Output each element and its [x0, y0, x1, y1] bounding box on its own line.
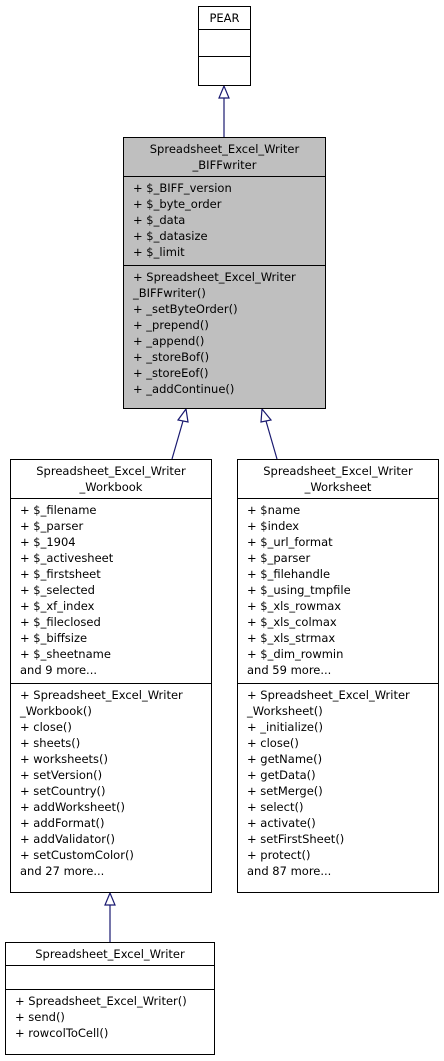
method: + worksheets(): [20, 752, 109, 766]
methods-compartment: + Spreadsheet_Excel_Writer _Workbook() +…: [11, 683, 211, 879]
method: _BIFFwriter(): [133, 286, 206, 300]
class-pear[interactable]: PEAR: [198, 6, 251, 86]
class-worksheet[interactable]: Spreadsheet_Excel_Writer _Worksheet + $n…: [237, 459, 439, 893]
attribute: + $_url_format: [247, 535, 333, 549]
attribute: + $_sheetname: [20, 647, 111, 661]
class-name-line: PEAR: [209, 11, 240, 25]
inheritance-arrow-workbook: [104, 891, 116, 906]
class-name-line: Spreadsheet_Excel_Writer: [263, 464, 413, 478]
methods-compartment: [199, 56, 250, 83]
method: + sheets(): [20, 736, 81, 750]
attribute: + $_filename: [20, 503, 97, 517]
class-name-line: _Workbook: [79, 480, 143, 494]
attribute: + $_limit: [133, 245, 185, 259]
attribute: + $_parser: [247, 551, 311, 565]
attribute: + $name: [247, 503, 301, 517]
method: _Workbook(): [20, 704, 92, 718]
attribute: + $_biffsize: [20, 631, 88, 645]
method-overflow: and 27 more...: [20, 864, 105, 878]
attribute: + $_xls_colmax: [247, 615, 337, 629]
method: + addWorksheet(): [20, 800, 125, 814]
attribute: + $_BIFF_version: [133, 181, 232, 195]
attribute: + $_xls_strmax: [247, 631, 336, 645]
method: + send(): [15, 1010, 65, 1024]
method: + setFirstSheet(): [247, 832, 345, 846]
method: + setCustomColor(): [20, 848, 134, 862]
inheritance-arrow-biffwriter-right: [260, 407, 273, 423]
method: + Spreadsheet_Excel_Writer: [133, 270, 296, 284]
method: + setMerge(): [247, 784, 323, 798]
method: + activate(): [247, 816, 316, 830]
attribute: + $_using_tmpfile: [247, 583, 351, 597]
class-workbook[interactable]: Spreadsheet_Excel_Writer _Workbook + $_f…: [10, 459, 212, 893]
attribute: + $_filehandle: [247, 567, 331, 581]
method: + protect(): [247, 848, 311, 862]
class-name-line: _Worksheet: [304, 480, 372, 494]
method: + _append(): [133, 334, 205, 348]
attributes-compartment: [199, 29, 250, 56]
method: + _addContinue(): [133, 382, 235, 396]
method: + Spreadsheet_Excel_Writer: [247, 688, 410, 702]
attribute: + $_datasize: [133, 229, 208, 243]
edge-workbook-to-biffwriter: [171, 420, 184, 460]
method: + _setByteOrder(): [133, 302, 238, 316]
attribute-overflow: and 9 more...: [20, 663, 98, 677]
class-name-line: Spreadsheet_Excel_Writer: [149, 142, 300, 156]
method-overflow: and 87 more...: [247, 864, 332, 878]
attribute: + $_data: [133, 213, 186, 227]
method: + _storeEof(): [133, 366, 209, 380]
method: + close(): [20, 720, 72, 734]
method: + _prepend(): [133, 318, 209, 332]
method: + addFormat(): [20, 816, 105, 830]
class-name: Spreadsheet_Excel_Writer _Workbook: [11, 460, 211, 498]
attributes-compartment: + $_BIFF_version + $_byte_order + $_data…: [124, 176, 325, 265]
attribute: + $_dim_rowmin: [247, 647, 344, 661]
attribute: + $_parser: [20, 519, 84, 533]
method: + getName(): [247, 752, 323, 766]
methods-compartment: + Spreadsheet_Excel_Writer _Worksheet() …: [238, 683, 438, 879]
method: + Spreadsheet_Excel_Writer(): [15, 994, 187, 1008]
class-name: Spreadsheet_Excel_Writer: [6, 943, 214, 965]
method: + addValidator(): [20, 832, 115, 846]
methods-compartment: + Spreadsheet_Excel_Writer _BIFFwriter()…: [124, 265, 325, 397]
method: + _storeBof(): [133, 350, 210, 364]
class-biffwriter[interactable]: Spreadsheet_Excel_Writer _BIFFwriter + $…: [123, 137, 326, 409]
method: _Worksheet(): [247, 704, 323, 718]
method: + setCountry(): [20, 784, 106, 798]
class-name: PEAR: [199, 7, 250, 29]
attribute: + $_firstsheet: [20, 567, 101, 581]
inheritance-arrow-biffwriter-left: [176, 407, 189, 423]
method: + rowcolToCell(): [15, 1026, 109, 1040]
method: + close(): [247, 736, 299, 750]
attribute: + $_xf_index: [20, 599, 95, 613]
attribute: + $_1904: [20, 535, 76, 549]
class-name: Spreadsheet_Excel_Writer _Worksheet: [238, 460, 438, 498]
class-name: Spreadsheet_Excel_Writer _BIFFwriter: [124, 138, 325, 176]
attributes-compartment: [6, 965, 214, 989]
class-name-line: _BIFFwriter: [192, 158, 257, 172]
method: + setVersion(): [20, 768, 103, 782]
inheritance-arrow-pear: [218, 84, 230, 99]
class-name-line: Spreadsheet_Excel_Writer: [36, 464, 186, 478]
edge-worksheet-to-biffwriter: [265, 420, 278, 460]
methods-compartment: + Spreadsheet_Excel_Writer() + send() + …: [6, 989, 214, 1041]
attribute: + $_byte_order: [133, 197, 222, 211]
attribute-overflow: and 59 more...: [247, 663, 332, 677]
attribute: + $index: [247, 519, 300, 533]
attribute: + $_xls_rowmax: [247, 599, 342, 613]
attribute: + $_selected: [20, 583, 95, 597]
class-spreadsheet-excel-writer[interactable]: Spreadsheet_Excel_Writer + Spreadsheet_E…: [5, 942, 215, 1055]
attribute: + $_fileclosed: [20, 615, 101, 629]
attributes-compartment: + $name + $index + $_url_format + $_pars…: [238, 498, 438, 683]
attributes-compartment: + $_filename + $_parser + $_1904 + $_act…: [11, 498, 211, 683]
method: + Spreadsheet_Excel_Writer: [20, 688, 183, 702]
method: + _initialize(): [247, 720, 323, 734]
method: + select(): [247, 800, 304, 814]
method: + getData(): [247, 768, 316, 782]
attribute: + $_activesheet: [20, 551, 114, 565]
class-name-line: Spreadsheet_Excel_Writer: [35, 947, 185, 961]
